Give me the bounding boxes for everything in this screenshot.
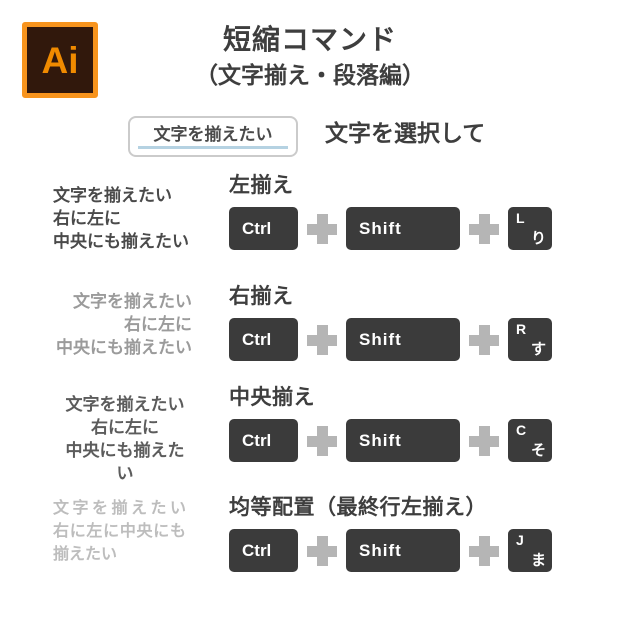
- shortcut-block: 左揃え Ctrl Shift L り: [229, 174, 552, 250]
- letter-key-kana: そ: [530, 442, 546, 459]
- letter-key-latin: J: [516, 532, 524, 548]
- letter-key-latin: L: [516, 210, 525, 226]
- letter-key-kana: す: [530, 341, 546, 358]
- page-title: 短縮コマンド: [222, 24, 397, 55]
- sample-line: 揃えたい: [53, 546, 118, 563]
- shortcut-block: 右揃え Ctrl Shift R す: [229, 285, 552, 361]
- letter-key-latin: R: [516, 321, 527, 337]
- plus-icon: [307, 213, 337, 244]
- intro-instruction: 文字を選択して: [325, 120, 486, 146]
- section-heading: 均等配置（最終行左揃え）: [229, 496, 487, 519]
- shift-key: Shift: [346, 419, 460, 462]
- section-heading: 中央揃え: [229, 386, 315, 409]
- illustrator-logo-text: Ai: [41, 39, 79, 81]
- sample-line: 文字を揃えたい: [53, 500, 186, 517]
- keys-row: Ctrl Shift R す: [229, 318, 552, 361]
- keys-row: Ctrl Shift J ま: [229, 529, 552, 572]
- sample-line: 文字を揃えたい: [53, 186, 172, 205]
- sample-text-right-aligned: 文字を揃えたい 右に左に 中央にも揃えたい: [43, 290, 192, 359]
- letter-key: J ま: [508, 529, 552, 572]
- letter-key: R す: [508, 318, 552, 361]
- letter-key: L り: [508, 207, 552, 250]
- sample-text-justified: 文字を揃えたい 右に左に中央にも 揃えたい: [43, 497, 192, 566]
- title-block: 短縮コマンド （文字揃え・段落編）: [0, 24, 620, 88]
- section-heading: 右揃え: [229, 285, 294, 308]
- shortcut-block: 均等配置（最終行左揃え） Ctrl Shift J ま: [229, 496, 552, 572]
- letter-key-kana: り: [530, 230, 546, 247]
- sample-line: 中央にも揃えたい: [56, 338, 192, 357]
- sample-line: 右に左に中央にも: [53, 523, 186, 540]
- plus-icon: [307, 535, 337, 566]
- sample-line: 中央にも揃えたい: [65, 441, 185, 483]
- keys-row: Ctrl Shift L り: [229, 207, 552, 250]
- section-right-align: 文字を揃えたい 右に左に 中央にも揃えたい 右揃え Ctrl Shift R す: [0, 285, 620, 390]
- section-center-align: 文字を揃えたい 右に左に 中央にも揃えたい 中央揃え Ctrl Shift C …: [0, 386, 620, 491]
- letter-key-latin: C: [516, 422, 527, 438]
- ctrl-key: Ctrl: [229, 207, 298, 250]
- section-left-align: 文字を揃えたい 右に左に 中央にも揃えたい 左揃え Ctrl Shift L り: [0, 174, 620, 279]
- sample-line: 右に左に: [53, 209, 121, 228]
- letter-key: C そ: [508, 419, 552, 462]
- shortcut-block: 中央揃え Ctrl Shift C そ: [229, 386, 552, 462]
- plus-icon: [307, 324, 337, 355]
- sample-line: 右に左に: [124, 315, 192, 334]
- letter-key-kana: ま: [530, 552, 546, 569]
- ctrl-key: Ctrl: [229, 318, 298, 361]
- plus-icon: [307, 425, 337, 456]
- sample-textbox: 文字を揃えたい: [128, 116, 298, 157]
- page-subtitle: （文字揃え・段落編）: [195, 62, 425, 88]
- plus-icon: [469, 535, 499, 566]
- sample-line: 文字を揃えたい: [65, 395, 185, 414]
- ctrl-key: Ctrl: [229, 529, 298, 572]
- section-heading: 左揃え: [229, 174, 294, 197]
- sample-line: 文字を揃えたい: [73, 292, 192, 311]
- illustrator-logo: Ai: [22, 22, 98, 98]
- shift-key: Shift: [346, 207, 460, 250]
- ctrl-key: Ctrl: [229, 419, 298, 462]
- sample-line: 中央にも揃えたい: [53, 232, 189, 251]
- sample-line: 右に左に: [91, 418, 159, 437]
- sample-text-left-aligned: 文字を揃えたい 右に左に 中央にも揃えたい: [43, 184, 192, 253]
- sample-text-center-aligned: 文字を揃えたい 右に左に 中央にも揃えたい: [43, 393, 192, 485]
- keys-row: Ctrl Shift C そ: [229, 419, 552, 462]
- plus-icon: [469, 425, 499, 456]
- plus-icon: [469, 213, 499, 244]
- section-justify: 文字を揃えたい 右に左に中央にも 揃えたい 均等配置（最終行左揃え） Ctrl …: [0, 496, 620, 601]
- shift-key: Shift: [346, 529, 460, 572]
- plus-icon: [469, 324, 499, 355]
- shift-key: Shift: [346, 318, 460, 361]
- sample-textbox-text: 文字を揃えたい: [138, 125, 288, 149]
